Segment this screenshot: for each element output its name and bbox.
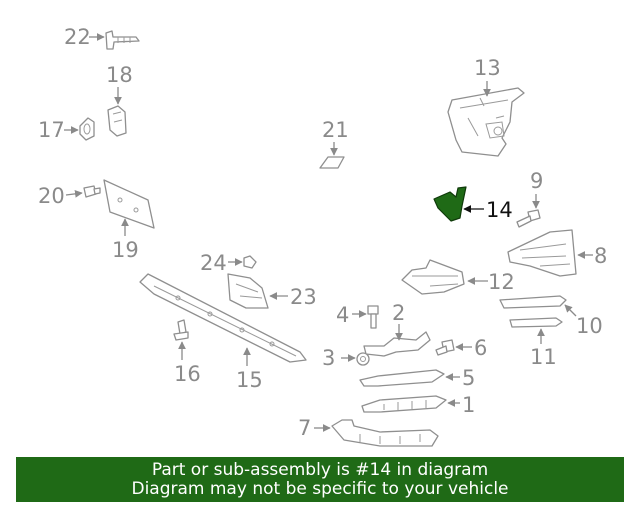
callout-17: 17	[38, 118, 65, 142]
part-12-cover[interactable]	[401, 259, 465, 295]
part-10-strip[interactable]	[499, 295, 567, 309]
callout-12: 12	[488, 270, 515, 294]
callout-6: 6	[474, 336, 487, 360]
part-20-bolt[interactable]	[83, 185, 101, 198]
part-5-strip[interactable]	[359, 369, 445, 387]
callout-4: 4	[336, 303, 349, 327]
callout-18: 18	[106, 63, 133, 87]
callout-13: 13	[474, 56, 501, 80]
callout-16: 16	[174, 362, 201, 386]
part-22-clip[interactable]	[105, 30, 140, 50]
callout-5: 5	[462, 366, 475, 390]
callout-15: 15	[236, 368, 263, 392]
part-17-nut[interactable]	[79, 117, 95, 141]
callout-3: 3	[322, 346, 335, 370]
callout-7: 7	[298, 416, 311, 440]
leader-20	[65, 190, 83, 198]
part-8-duct[interactable]	[507, 229, 577, 277]
callout-24: 24	[200, 251, 227, 275]
leader-10	[564, 304, 577, 317]
part-6-bolt[interactable]	[435, 339, 455, 356]
callout-21: 21	[322, 118, 349, 142]
part-16-pin[interactable]	[173, 319, 189, 341]
banner-line-2: Diagram may not be specific to your vehi…	[131, 479, 509, 499]
callout-1: 1	[462, 393, 475, 417]
callout-22: 22	[64, 25, 91, 49]
callout-19: 19	[112, 238, 139, 262]
part-14-highlighted[interactable]	[433, 186, 467, 222]
callout-20: 20	[38, 184, 65, 208]
part-23-bracket[interactable]	[227, 273, 269, 309]
part-7-strip[interactable]	[331, 419, 439, 447]
part-2-bracket[interactable]	[363, 331, 431, 357]
part-9-bolt[interactable]	[516, 209, 541, 228]
banner-line-1: Part or sub-assembly is #14 in diagram	[151, 460, 489, 480]
callout-14: 14	[486, 198, 513, 222]
part-13-bracket[interactable]	[447, 87, 525, 157]
part-18-bracket[interactable]	[107, 105, 127, 137]
callout-8: 8	[594, 244, 607, 268]
part-24-clip[interactable]	[243, 255, 257, 269]
parts-diagram: 22 18 17 13 21 20 19 14	[38, 25, 607, 447]
callout-10: 10	[576, 314, 603, 338]
callout-9: 9	[530, 169, 543, 193]
part-3-nut[interactable]	[356, 352, 370, 366]
info-banner: Part or sub-assembly is #14 in diagram D…	[16, 457, 624, 502]
part-15-reinforcement[interactable]	[139, 273, 307, 363]
part-19-bracket[interactable]	[103, 179, 155, 229]
part-11-strip[interactable]	[509, 317, 563, 328]
callout-23: 23	[290, 285, 317, 309]
callout-2: 2	[392, 301, 405, 325]
part-1-strip[interactable]	[361, 395, 447, 413]
part-21-plate[interactable]	[319, 156, 345, 169]
callout-11: 11	[530, 345, 557, 369]
part-4-bolt[interactable]	[367, 305, 379, 329]
